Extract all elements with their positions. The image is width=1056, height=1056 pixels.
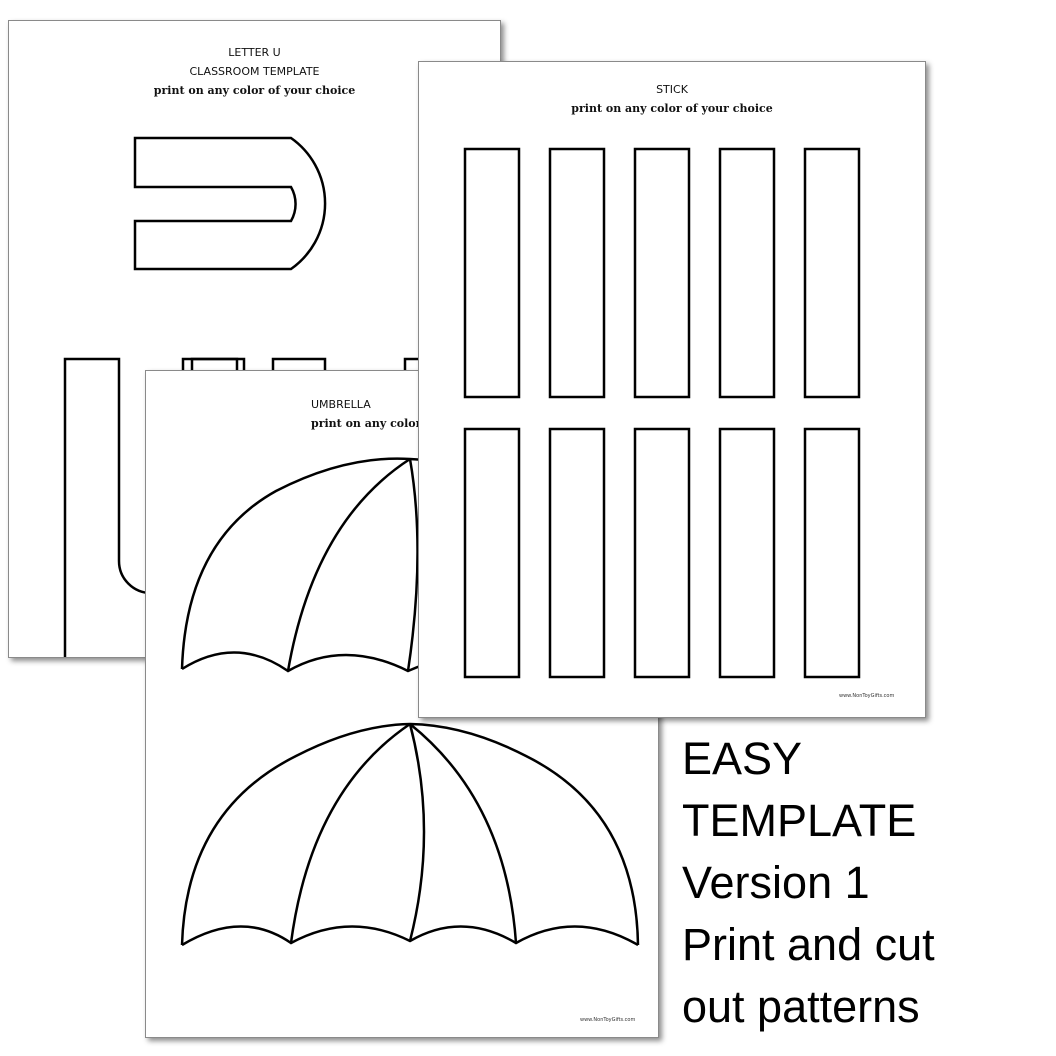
- letter-sheet-header: LETTER U CLASSROOM TEMPLATE print on any…: [9, 43, 500, 100]
- caption-line: out patterns: [682, 981, 920, 1032]
- umbrella-shape-bottom: [180, 722, 640, 947]
- stick-sheet-header: STICK print on any color of your choice: [419, 80, 925, 118]
- umbrella-sheet-footer-url: www.NonToyGifts.com: [580, 1017, 636, 1023]
- stick-rectangle-shape: [633, 427, 691, 679]
- stick-rectangle-shape: [548, 147, 606, 399]
- caption-line: EASY: [682, 733, 803, 784]
- letter-sheet-title: LETTER U: [228, 46, 281, 59]
- stick-sheet-title: STICK: [656, 83, 688, 96]
- stick-rectangle-shape: [803, 427, 861, 679]
- stick-rectangle-shape: [718, 147, 776, 399]
- stick-rectangle-shape: [463, 147, 521, 399]
- stick-template-page: STICK print on any color of your choice …: [418, 61, 926, 718]
- stick-sheet-footer-url: www.NonToyGifts.com: [839, 693, 895, 699]
- umbrella-sheet-title: UMBRELLA: [311, 398, 371, 411]
- stick-outlines: [463, 147, 861, 679]
- stick-sheet-note: print on any color of your choice: [571, 102, 773, 115]
- rotated-letter-u-shape: [133, 136, 327, 271]
- stick-rectangle-shape: [463, 427, 521, 679]
- template-caption: EASY TEMPLATE Version 1 Print and cut ou…: [682, 728, 935, 1038]
- letter-sheet-subtitle: CLASSROOM TEMPLATE: [189, 65, 320, 78]
- stick-rectangle-shape: [718, 427, 776, 679]
- caption-line: Print and cut: [682, 919, 935, 970]
- stick-rectangle-shape: [548, 427, 606, 679]
- letter-sheet-note: print on any color of your choice: [153, 84, 356, 97]
- stick-rectangle-shape: [803, 147, 861, 399]
- stick-rectangle-shape: [633, 147, 691, 399]
- caption-line: TEMPLATE: [682, 795, 917, 846]
- caption-line: Version 1: [682, 857, 870, 908]
